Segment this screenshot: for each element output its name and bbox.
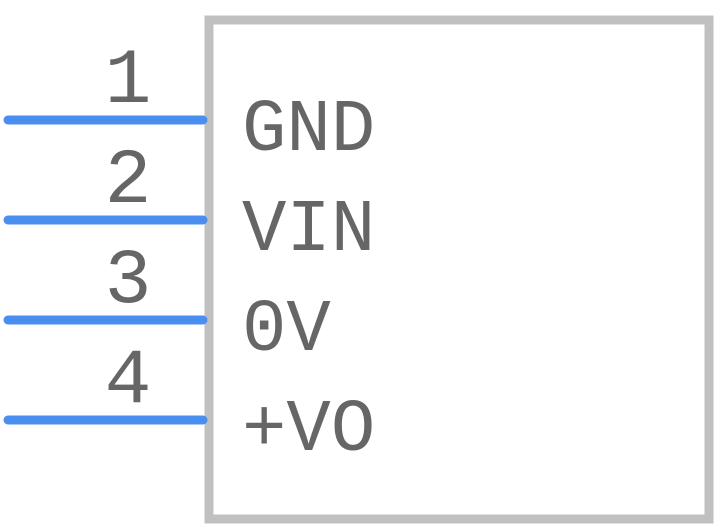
pin-number: 1	[105, 38, 152, 126]
pin-3: 3 0V	[3, 238, 331, 373]
pin-number: 3	[105, 238, 152, 326]
pin-number: 4	[105, 338, 152, 426]
component-body	[204, 15, 714, 524]
pin-number: 2	[105, 138, 152, 226]
pin-label: 0V	[242, 289, 331, 373]
pin-label: GND	[242, 89, 375, 173]
pin-4: 4 +VO	[3, 338, 375, 473]
pin-label: +VO	[242, 389, 375, 473]
pin-label: VIN	[242, 189, 375, 273]
